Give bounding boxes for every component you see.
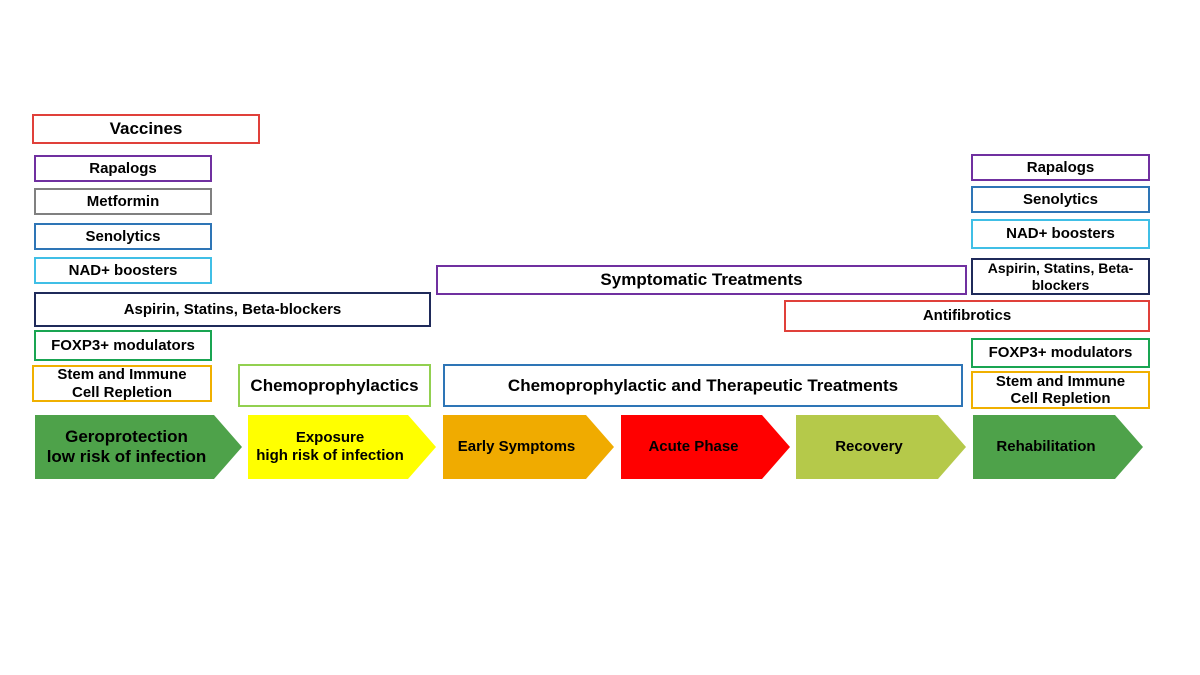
stage-arrow-acute-phase: Acute Phase <box>621 415 790 479</box>
symptomatic-treatments-box: Symptomatic Treatments <box>436 265 967 295</box>
stem-right-box: Stem and Immune Cell Repletion <box>971 371 1150 409</box>
aspirin-left-label: Aspirin, Statins, Beta-blockers <box>123 300 342 318</box>
stage-arrow-recovery: Recovery <box>796 415 966 479</box>
symptomatic-treatments-label: Symptomatic Treatments <box>600 270 803 290</box>
nad-right-box: NAD+ boosters <box>971 219 1150 249</box>
stage-label-rehabilitation: Rehabilitation <box>996 438 1096 455</box>
senolytics-right-label: Senolytics <box>1022 190 1099 208</box>
senolytics-left-label: Senolytics <box>85 227 161 245</box>
stage-arrow-early-symptoms: Early Symptoms <box>443 415 614 479</box>
stage-label-geroprotection: Geroprotection low risk of infection <box>46 426 207 466</box>
foxp3-right-label: FOXP3+ modulators <box>988 344 1133 362</box>
chemoprophylactics-label: Chemoprophylactics <box>250 375 419 395</box>
foxp3-left-label: FOXP3+ modulators <box>51 336 195 354</box>
foxp3-left-box: FOXP3+ modulators <box>34 330 212 361</box>
antifibrotics-box: Antifibrotics <box>784 300 1150 332</box>
stage-arrow-exposure: Exposure high risk of infection <box>248 415 436 479</box>
metformin-label: Metformin <box>86 192 160 210</box>
rapalogs-left-label: Rapalogs <box>89 159 157 177</box>
nad-left-label: NAD+ boosters <box>68 261 178 279</box>
rapalogs-left-box: Rapalogs <box>34 155 212 182</box>
stage-label-early-symptoms: Early Symptoms <box>457 438 576 455</box>
aspirin-right-label: Aspirin, Statins, Beta- blockers <box>987 260 1134 293</box>
rapalogs-right-box: Rapalogs <box>971 154 1150 181</box>
aspirin-left-box: Aspirin, Statins, Beta-blockers <box>34 292 431 327</box>
stage-arrow-rehabilitation: Rehabilitation <box>973 415 1143 479</box>
chemo-therapeutic-box: Chemoprophylactic and Therapeutic Treatm… <box>443 364 963 407</box>
foxp3-right-box: FOXP3+ modulators <box>971 338 1150 368</box>
rapalogs-right-label: Rapalogs <box>1026 158 1095 176</box>
aspirin-right-box: Aspirin, Statins, Beta- blockers <box>971 258 1150 295</box>
metformin-box: Metformin <box>34 188 212 215</box>
stage-label-recovery: Recovery <box>835 438 903 455</box>
nad-left-box: NAD+ boosters <box>34 257 212 284</box>
stage-label-acute-phase: Acute Phase <box>648 438 739 455</box>
vaccines-box: Vaccines <box>32 114 260 144</box>
stem-left-label: Stem and Immune Cell Repletion <box>57 366 187 401</box>
senolytics-right-box: Senolytics <box>971 186 1150 213</box>
antifibrotics-label: Antifibrotics <box>922 307 1012 325</box>
stem-right-label: Stem and Immune Cell Repletion <box>995 372 1126 407</box>
chemo-therapeutic-label: Chemoprophylactic and Therapeutic Treatm… <box>507 375 899 395</box>
nad-right-label: NAD+ boosters <box>1006 225 1115 243</box>
stage-label-exposure: Exposure high risk of infection <box>256 429 404 464</box>
stage-arrow-geroprotection: Geroprotection low risk of infection <box>35 415 242 479</box>
senolytics-left-box: Senolytics <box>34 223 212 250</box>
chemoprophylactics-box: Chemoprophylactics <box>238 364 431 407</box>
vaccines-label: Vaccines <box>109 119 183 139</box>
stem-left-box: Stem and Immune Cell Repletion <box>32 365 212 402</box>
